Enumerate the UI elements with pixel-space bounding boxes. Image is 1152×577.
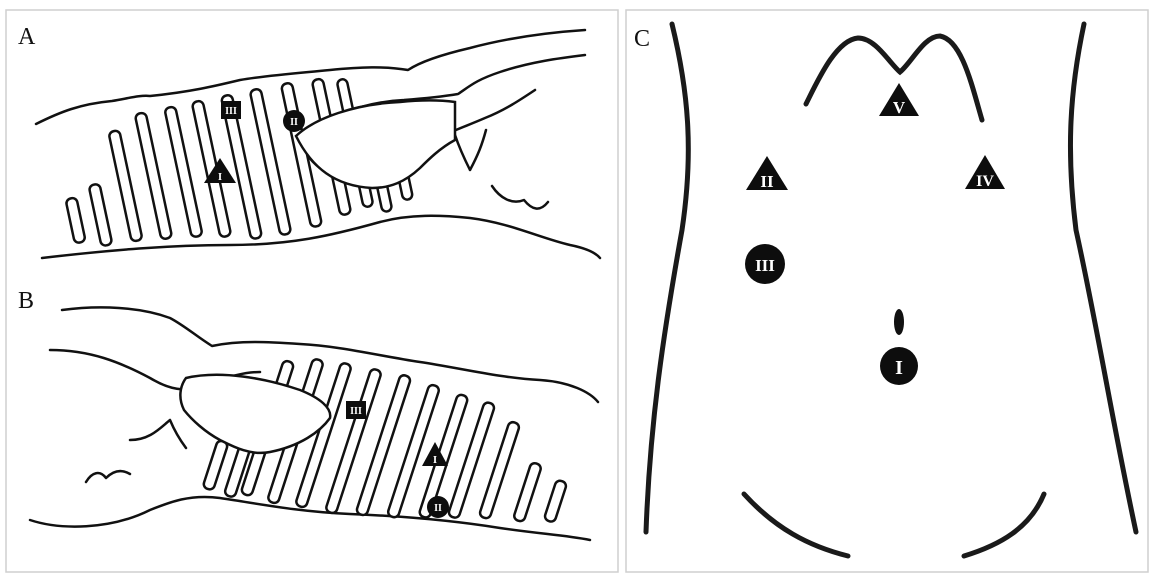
marker-label: II: [434, 503, 442, 514]
rib: [135, 112, 172, 239]
panel-c-umbilicus: [894, 309, 904, 335]
marker-label: I: [218, 171, 222, 183]
panel-b-leg-joint: [130, 420, 186, 448]
panel-c-right-flank: [1070, 24, 1136, 532]
panel-a-label: A: [18, 24, 36, 50]
marker-label: I: [433, 454, 437, 466]
marker-label: V: [893, 98, 906, 117]
panel-b-paw: [86, 471, 130, 482]
panel-c-left-flank: [646, 24, 688, 532]
rib: [513, 462, 542, 522]
panel-c-left-inguinal: [744, 494, 848, 556]
panel-b-marker-circle: II: [427, 496, 449, 518]
panel-c-marker-triangle-v: V: [879, 83, 919, 117]
panel-c-label: C: [634, 26, 650, 52]
panel-b-belly-line: [30, 497, 590, 540]
panel-c-marker-triangle-iv: IV: [965, 155, 1005, 190]
panel-c-marker-circle-iii: III: [745, 244, 785, 284]
panel-c-frame: [626, 10, 1148, 572]
rib: [66, 197, 86, 243]
panel-a-marker-circle: II: [283, 110, 305, 132]
marker-label: III: [350, 406, 362, 417]
panel-c-marker-circle-i: I: [880, 347, 918, 385]
marker-label: IV: [976, 173, 994, 190]
marker-label: I: [895, 357, 903, 379]
panel-a-leg-joint: [455, 130, 486, 170]
rib: [203, 440, 229, 491]
panel-c-right-inguinal: [964, 494, 1044, 556]
rib: [108, 130, 142, 242]
rib: [544, 479, 567, 522]
marker-label: III: [225, 106, 237, 117]
panel-a-paw: [492, 186, 548, 209]
panel-a-marker-square: III: [221, 101, 241, 119]
panel-b-label: B: [18, 288, 34, 314]
marker-label: III: [755, 256, 775, 275]
panel-a-drawing: [36, 30, 600, 258]
marker-label: II: [760, 172, 774, 191]
marker-label: II: [290, 117, 298, 128]
rib: [89, 183, 113, 246]
panel-b-marker-square: III: [346, 401, 366, 419]
panel-c-marker-triangle-ii: II: [746, 156, 788, 191]
panel-b-drawing: [30, 307, 598, 540]
panel-b-back-line: [62, 307, 598, 402]
